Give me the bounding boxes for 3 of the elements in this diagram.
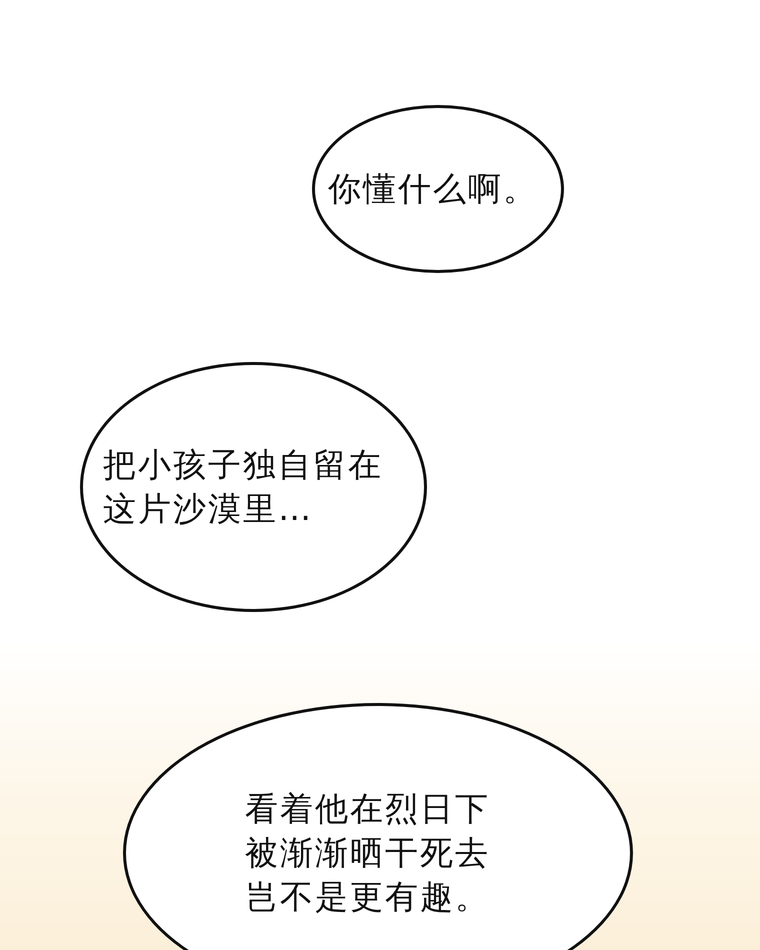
speech-text: 把小孩子独自留在这片沙漠里… <box>103 444 384 530</box>
speech-text: 你懂什么啊。 <box>328 168 539 210</box>
speech-text: 看着他在烈日下被渐渐晒干死去岂不是更有趣。 <box>245 788 492 918</box>
